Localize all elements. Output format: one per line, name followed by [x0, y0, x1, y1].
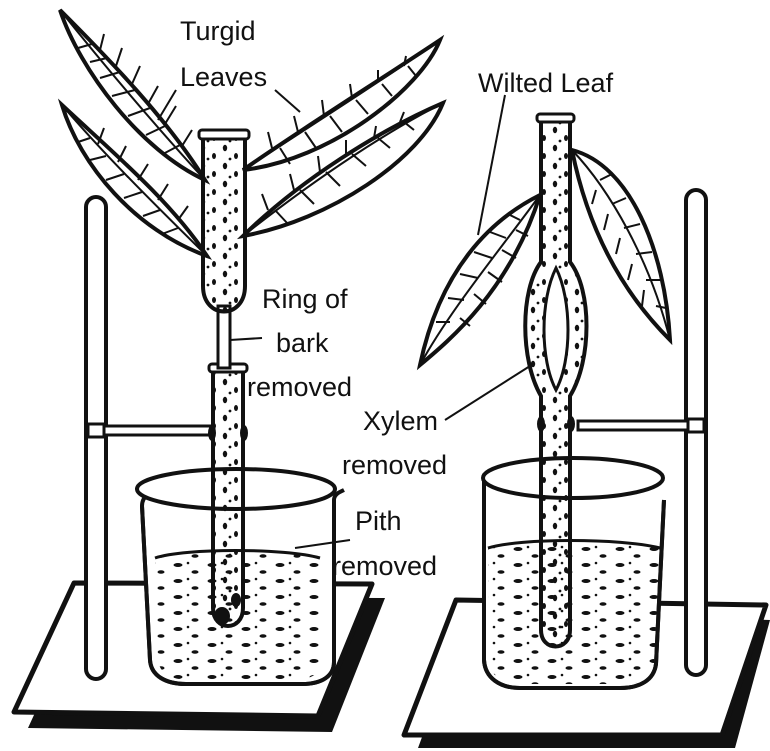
label-xylem-removed: Xylem removed [342, 406, 447, 480]
xylem-removed-cavity [544, 268, 568, 390]
label-turgid-leaves: Turgid Leaves [180, 16, 267, 92]
left-setup [14, 10, 443, 732]
label-xylem-line1: Xylem [363, 406, 438, 436]
label-bark-line2: bark [276, 328, 329, 358]
label-pith-line1: Pith [355, 506, 402, 536]
label-wilted-leaf: Wilted Leaf [478, 68, 614, 98]
label-ring-of-bark-removed: Ring of bark removed [247, 284, 352, 402]
label-leaves-line2: Leaves [180, 62, 267, 92]
right-setup [404, 95, 770, 748]
right-clamp [578, 419, 704, 432]
turgid-leaves [60, 10, 443, 256]
left-bark-ring-gap [218, 306, 230, 368]
label-pith-removed: Pith removed [332, 506, 437, 581]
label-removed-line3: removed [247, 372, 352, 402]
left-clamp [88, 424, 214, 437]
label-turgid-line1: Turgid [180, 16, 256, 46]
label-pith-removed-line2: removed [332, 551, 437, 581]
label-xylem-removed-line2: removed [342, 450, 447, 480]
left-lower-tube [208, 364, 248, 626]
right-beaker [483, 458, 664, 688]
label-ring-of-line1: Ring of [262, 284, 348, 314]
left-upper-tube [199, 130, 249, 312]
